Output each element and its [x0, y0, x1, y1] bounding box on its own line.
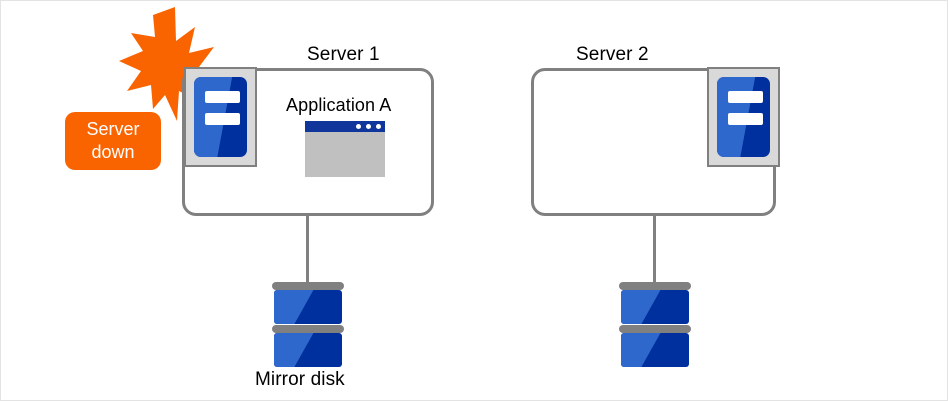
server-down-line1: Server — [86, 119, 140, 139]
server-1-disk-connector — [306, 216, 309, 284]
disk-platter-1 — [621, 290, 689, 324]
disk-platter-1 — [274, 290, 342, 324]
server-tower-icon — [717, 77, 770, 157]
server-1-box — [182, 68, 434, 216]
server-down-badge: Server down — [65, 112, 161, 170]
window-dot-3 — [376, 124, 381, 129]
application-a-label: Application A — [286, 95, 392, 115]
server-1-machine-icon — [184, 67, 257, 167]
mirror-disk-label: Mirror disk — [255, 369, 345, 390]
disk-platter-2 — [621, 333, 689, 367]
disk-bar-top — [272, 282, 344, 290]
server-2-disk-connector — [653, 216, 656, 284]
disk-platter-2 — [274, 333, 342, 367]
disk-bar-middle — [272, 325, 344, 333]
server-slot-upper — [205, 91, 240, 103]
server-slot-lower — [205, 113, 240, 125]
server-2-machine-icon — [707, 67, 780, 167]
disk-bar-top — [619, 282, 691, 290]
server-2-title: Server 2 — [576, 44, 649, 65]
server-2-disk-icon — [619, 282, 691, 368]
disk-bar-middle — [619, 325, 691, 333]
application-window-icon — [305, 121, 385, 177]
window-dot-2 — [366, 124, 371, 129]
server-down-line2: down — [91, 142, 135, 162]
server-slot-lower — [728, 113, 763, 125]
window-dot-1 — [356, 124, 361, 129]
server-1-title: Server 1 — [307, 44, 380, 65]
server-slot-upper — [728, 91, 763, 103]
mirror-disk-icon — [272, 282, 344, 368]
server-tower-icon — [194, 77, 247, 157]
window-titlebar — [305, 121, 385, 132]
